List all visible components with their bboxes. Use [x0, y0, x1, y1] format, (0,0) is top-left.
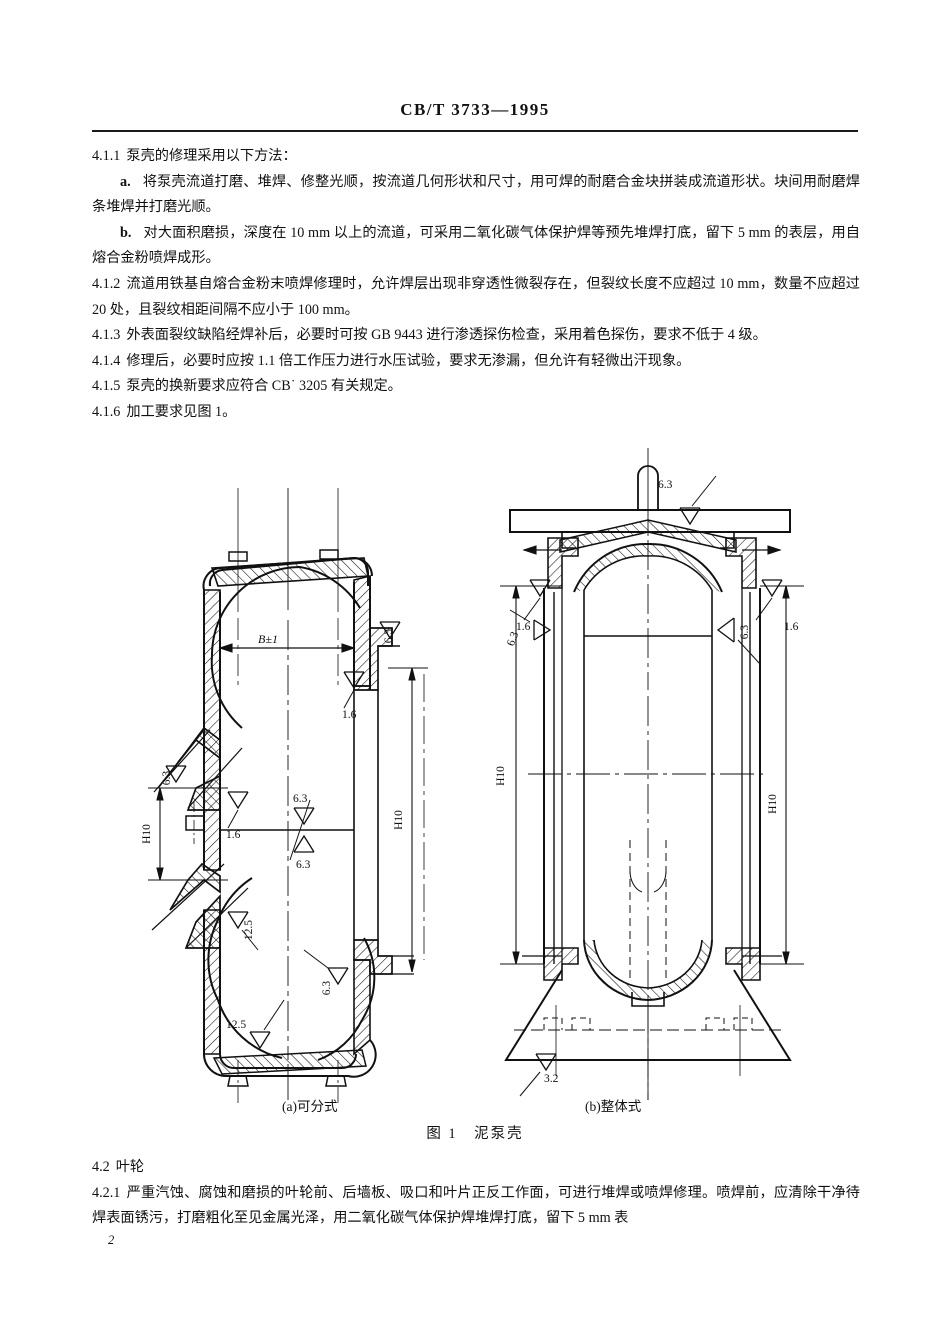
roughness-6-3-top-b: 6.3 — [658, 479, 673, 491]
figure-subcaptions: (a)可分式 (b)整体式 — [92, 1095, 860, 1117]
dim-label-b-tolerance: B±1 — [258, 632, 278, 646]
header-divider-rule — [92, 130, 858, 132]
roughness-6-3-center-down-a: 6.3 — [296, 859, 311, 871]
roughness-12-5-mid-a: 12.5 — [243, 920, 255, 940]
dim-label-h10-left-b: H10 — [495, 766, 507, 786]
clause-4-1-1: 4.1.1 泵壳的修理采用以下方法： — [92, 144, 860, 170]
dim-label-h10-right-b: H10 — [767, 794, 779, 814]
sub-clause-text: 对大面积磨损，深度在 10 mm 以上的流道，可采用二氧化碳气体保护焊等预先堆焊… — [92, 224, 860, 267]
roughness-6-3-left-b: 6.3 — [505, 630, 521, 648]
roughness-1-6-top-a: 1.6 — [342, 709, 357, 721]
roughness-1-6-left-b: 1.6 — [516, 621, 531, 633]
clause-text: 泵壳的换新要求应符合 CB˙ 3205 有关规定。 — [126, 378, 402, 395]
clause-4-1-1-b: b.对大面积磨损，深度在 10 mm 以上的流道，可采用二氧化碳气体保护焊等预先… — [92, 221, 860, 272]
roughness-6-3-left-a: 6.3 — [161, 771, 173, 786]
clause-number: 4.1.4 — [92, 352, 121, 369]
dim-label-h10-right-a: H10 — [393, 810, 405, 830]
figure-1-mud-pump-casing: B±1 H10 H10 1.6 1.6 6.3 6.3 6.3 6.3 6.3 … — [92, 440, 860, 1140]
clause-number: 4.2 — [92, 1159, 110, 1175]
clause-4-1-3: 4.1.3 外表面裂纹缺陷经焊补后，必要时可按 GB 9443 进行渗透探伤检查，… — [92, 323, 860, 349]
roughness-6-3-center-up-a: 6.3 — [293, 793, 308, 805]
figure-title: 图 1 泥泵壳 — [426, 1126, 524, 1142]
sub-clause-text: 将泵壳流道打磨、堆焊、修整光顺，按流道几何形状和尺寸，用可焊的耐磨合金块拼装成流… — [92, 173, 860, 216]
roughness-6-3-lower-right-a: 6.3 — [321, 981, 333, 996]
clause-4-1-6: 4.1.6 加工要求见图 1。 — [92, 400, 860, 426]
clause-4-2: 4.2 叶轮 — [92, 1155, 860, 1181]
roughness-1-6-mid-a: 1.6 — [226, 829, 241, 841]
sub-clause-label: b. — [120, 224, 132, 241]
figure-1-drawing: B±1 H10 H10 1.6 1.6 6.3 6.3 6.3 6.3 6.3 … — [141, 448, 804, 1105]
clause-number: 4.1.5 — [92, 378, 121, 395]
clause-text: 外表面裂纹缺陷经焊补后，必要时可按 GB 9443 进行渗透探伤检查，采用着色探… — [126, 327, 767, 344]
drawing-a-separable-casing — [148, 448, 804, 1105]
clause-text: 流道用铁基自熔合金粉末喷焊修理时，允许焊层出现非穿透性微裂存在，但裂纹长度不应超… — [92, 275, 860, 318]
roughness-6-3-right-top-a: 6.3 — [383, 629, 395, 644]
clause-number: 4.2.1 — [92, 1184, 121, 1201]
clause-4-1-1-a: a.将泵壳流道打磨、堆焊、修整光顺，按流道几何形状和尺寸，用可焊的耐磨合金块拼装… — [92, 170, 860, 221]
page-number: 2 — [108, 1233, 115, 1247]
figure-caption-a: (a)可分式 — [282, 1099, 338, 1114]
roughness-6-3-right-b: 6.3 — [739, 625, 751, 640]
clause-number: 4.1.2 — [92, 275, 121, 292]
roughness-12-5-bottom-a: 12.5 — [226, 1019, 246, 1031]
clause-number: 4.1.6 — [92, 403, 121, 420]
clause-text: 加工要求见图 1。 — [126, 403, 237, 420]
roughness-1-6-right-b: 1.6 — [784, 621, 799, 633]
dim-label-h10-left-a: H10 — [141, 824, 153, 844]
clause-4-1-4: 4.1.4 修理后，必要时应按 1.1 倍工作压力进行水压试验，要求无渗漏，但允许… — [92, 349, 860, 375]
roughness-3-2-bottom-b: 3.2 — [544, 1073, 559, 1085]
clause-text: 泵壳的修理采用以下方法： — [126, 148, 297, 164]
clause-text: 严重汽蚀、腐蚀和磨损的叶轮前、后墙板、吸口和叶片正反工作面，可进行堆焊或喷焊修理… — [92, 1184, 860, 1227]
clause-number: 4.1.1 — [92, 148, 121, 164]
sub-clause-label: a. — [120, 173, 131, 190]
figure-caption-b: (b)整体式 — [585, 1099, 642, 1114]
clause-text: 修理后，必要时应按 1.1 倍工作压力进行水压试验，要求无渗漏，但允许有轻微出汗… — [126, 352, 691, 369]
clause-4-1-5: 4.1.5 泵壳的换新要求应符合 CB˙ 3205 有关规定。 — [92, 374, 860, 400]
clause-number: 4.1.3 — [92, 327, 121, 344]
body-text-block: 4.1.1 泵壳的修理采用以下方法： a.将泵壳流道打磨、堆焊、修整光顺，按流道几… — [92, 144, 860, 426]
clause-text: 叶轮 — [115, 1159, 145, 1175]
page-header-standard-code: CB/T 3733—1995 — [400, 100, 550, 119]
